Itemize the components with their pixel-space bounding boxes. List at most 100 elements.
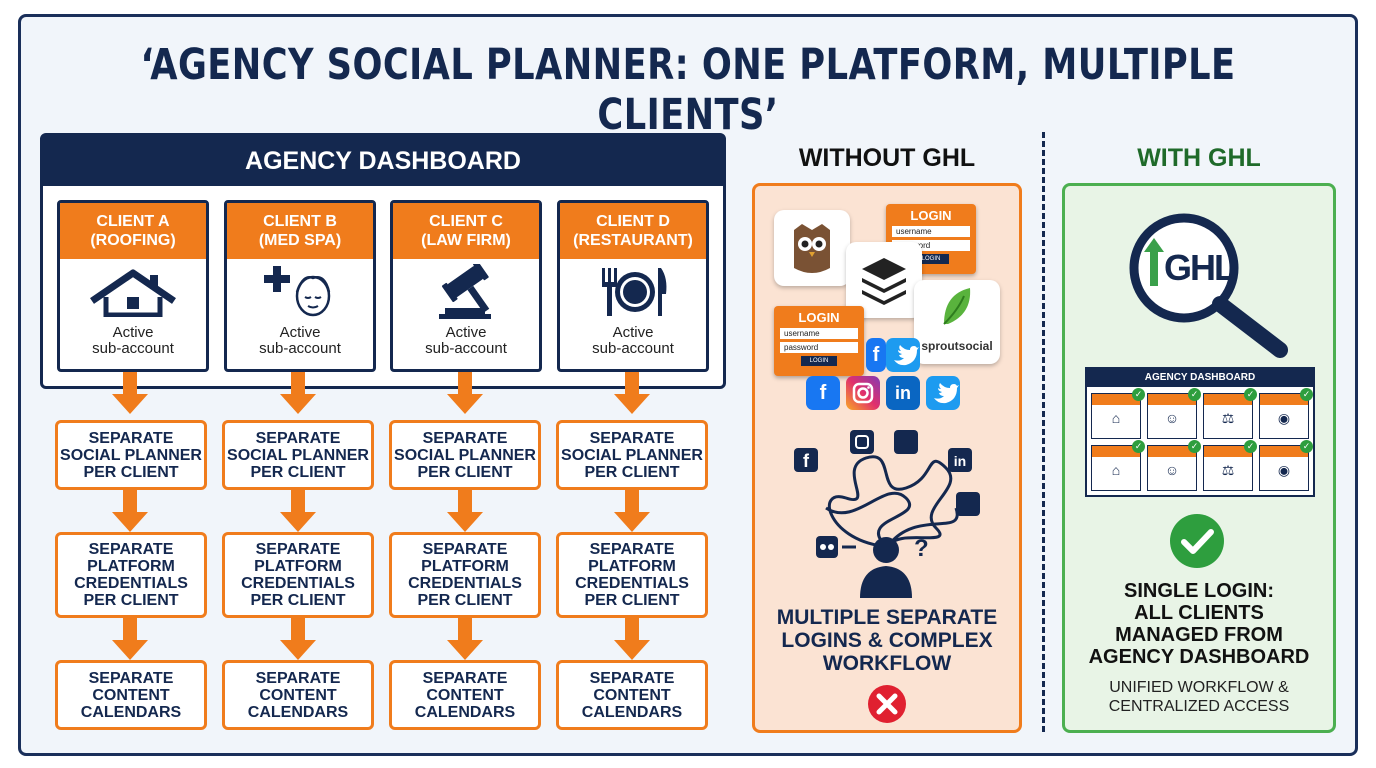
arrow-down-icon bbox=[112, 618, 148, 660]
step-line: SEPARATE bbox=[589, 429, 675, 447]
arrow-down-icon bbox=[280, 618, 316, 660]
mini-client-card: ✓⚖ bbox=[1203, 388, 1257, 439]
client-status: Active bbox=[612, 324, 654, 341]
client-card-a: CLIENT A (ROOFING) Active sub-account bbox=[57, 200, 209, 372]
client-name: CLIENT D bbox=[596, 213, 670, 230]
step-line: SEPARATE bbox=[88, 429, 174, 447]
step-line: PER CLIENT bbox=[417, 592, 513, 609]
arrow-down-icon bbox=[280, 372, 316, 414]
caption-line: ALL CLIENTS bbox=[1134, 602, 1264, 624]
check-icon: ✓ bbox=[1188, 388, 1201, 401]
mini-client-card: ✓⌂ bbox=[1091, 440, 1145, 491]
gavel-icon bbox=[393, 259, 539, 325]
plate-fork-knife-icon: ◉ bbox=[1277, 462, 1291, 478]
spa-face-icon bbox=[227, 259, 373, 325]
step-line: CALENDARS bbox=[247, 703, 349, 721]
client-title: CLIENT C (LAW FIRM) bbox=[393, 203, 539, 259]
check-icon: ✓ bbox=[1132, 388, 1145, 401]
plate-fork-knife-icon: ◉ bbox=[1277, 410, 1291, 426]
check-icon: ✓ bbox=[1244, 388, 1257, 401]
step-line: PLATFORM bbox=[588, 558, 676, 575]
step-line: CALENDARS bbox=[80, 703, 182, 721]
username-field: username bbox=[780, 328, 858, 339]
subcaption-line: UNIFIED WORKFLOW & bbox=[1109, 679, 1289, 696]
linkedin-icon: in bbox=[886, 376, 920, 410]
client-subaccount: sub-account bbox=[425, 340, 507, 357]
mini-agency-dashboard: AGENCY DASHBOARD ✓⌂ ✓☺ ✓⚖ ✓◉ ✓⌂ ✓☺ ✓⚖ ✓◉ bbox=[1085, 367, 1315, 497]
check-icon: ✓ bbox=[1244, 440, 1257, 453]
step-line: SEPARATE bbox=[255, 541, 341, 558]
step-line: SOCIAL PLANNER bbox=[60, 446, 202, 464]
step-line: CALENDARS bbox=[414, 703, 516, 721]
client-card-c: CLIENT C (LAW FIRM) Active sub-account bbox=[390, 200, 542, 372]
arrow-down-icon bbox=[280, 490, 316, 532]
step-line: CALENDARS bbox=[581, 703, 683, 721]
without-ghl-title: WITHOUT GHL bbox=[798, 144, 976, 172]
spa-face-icon: ☺ bbox=[1164, 410, 1180, 426]
step-line: SEPARATE bbox=[88, 541, 174, 558]
house-icon: ⌂ bbox=[1111, 410, 1121, 426]
step-line: SEPARATE bbox=[255, 429, 341, 447]
step-line: PER CLIENT bbox=[584, 463, 680, 481]
step-line: PER CLIENT bbox=[417, 463, 513, 481]
section-divider bbox=[1042, 132, 1045, 732]
password-field: password bbox=[780, 342, 858, 353]
hootsuite-owl-icon bbox=[774, 210, 850, 286]
step-line: CONTENT bbox=[259, 686, 337, 704]
client-title: CLIENT B (MED SPA) bbox=[227, 203, 373, 259]
facebook-icon: f bbox=[866, 338, 886, 372]
client-name: CLIENT B bbox=[263, 213, 337, 230]
facebook-icon: f bbox=[806, 376, 840, 410]
arrow-down-icon bbox=[447, 618, 483, 660]
step-line: SEPARATE bbox=[589, 541, 675, 558]
step-line: CREDENTIALS bbox=[241, 575, 355, 592]
mini-client-card: ✓◉ bbox=[1259, 388, 1313, 439]
client-name: CLIENT C bbox=[429, 213, 503, 230]
client-subaccount: sub-account bbox=[592, 340, 674, 357]
ghl-magnifier-icon bbox=[1129, 213, 1288, 358]
login-title: LOGIN bbox=[798, 310, 840, 325]
check-icon: ✓ bbox=[1188, 440, 1201, 453]
mini-client-card: ✓⚖ bbox=[1203, 440, 1257, 491]
login-form-card: LOGIN username password LOGIN bbox=[774, 306, 864, 376]
step-line: CREDENTIALS bbox=[74, 575, 188, 592]
ghl-logo-text: GHL bbox=[1164, 247, 1236, 288]
step-line: PER CLIENT bbox=[250, 463, 346, 481]
caption-line: AGENCY DASHBOARD bbox=[1088, 646, 1310, 668]
red-x-icon bbox=[868, 685, 906, 723]
step-line: PLATFORM bbox=[87, 558, 175, 575]
login-button: LOGIN bbox=[913, 254, 949, 264]
client-type: (LAW FIRM) bbox=[421, 232, 511, 249]
step-line: CONTENT bbox=[426, 686, 504, 704]
house-icon bbox=[60, 259, 206, 325]
arrow-down-icon bbox=[447, 490, 483, 532]
login-button: LOGIN bbox=[801, 356, 837, 366]
client-title: CLIENT D (RESTAURANT) bbox=[560, 203, 706, 259]
step-line: SEPARATE bbox=[255, 669, 341, 687]
client-subaccount: sub-account bbox=[92, 340, 174, 357]
username-field: username bbox=[892, 226, 970, 237]
step-line: SEPARATE bbox=[88, 669, 174, 687]
mini-client-card: ✓⌂ bbox=[1091, 388, 1145, 439]
buffer-stack-icon bbox=[846, 242, 922, 318]
client-status: Active bbox=[445, 324, 487, 341]
client-subaccount: sub-account bbox=[259, 340, 341, 357]
step-line: PER CLIENT bbox=[250, 592, 346, 609]
step-line: PER CLIENT bbox=[83, 592, 179, 609]
with-ghl-title: WITH GHL bbox=[1137, 144, 1261, 172]
with-subcaption: UNIFIED WORKFLOW & CENTRALIZED ACCESS bbox=[1062, 678, 1336, 716]
house-icon: ⌂ bbox=[1111, 462, 1121, 478]
spa-face-icon: ☺ bbox=[1164, 462, 1180, 478]
client-status: Active bbox=[112, 324, 154, 341]
step-line: CREDENTIALS bbox=[408, 575, 522, 592]
login-title: LOGIN bbox=[910, 208, 952, 223]
step-line: SOCIAL PLANNER bbox=[394, 446, 536, 464]
arrow-down-icon bbox=[614, 490, 650, 532]
subcaption-line: CENTRALIZED ACCESS bbox=[1108, 698, 1290, 715]
